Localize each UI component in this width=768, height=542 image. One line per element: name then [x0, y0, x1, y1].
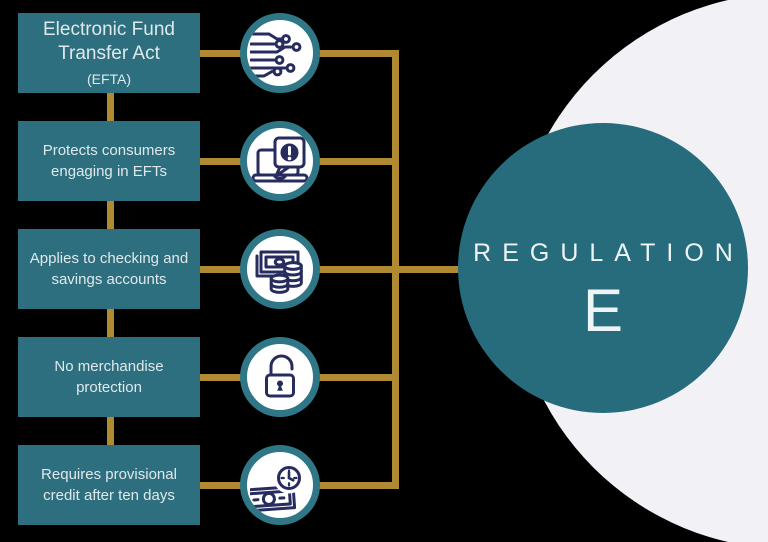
hub-letter: E	[582, 277, 624, 344]
connector-box1-box2	[107, 92, 114, 122]
box-no-merchandise: No merchandise protection	[18, 337, 200, 417]
regulation-e-hub: REGULATION E	[458, 123, 748, 413]
box-applies-accounts: Applies to checking and savings accounts	[18, 229, 200, 309]
box-no-merchandise-label: No merchandise protection	[54, 358, 164, 396]
box-efta-line1: Electronic Fund	[42, 19, 175, 41]
open-padlock-badge	[240, 337, 320, 417]
clock-money-icon	[250, 462, 305, 513]
alert-laptop-badge	[240, 121, 320, 201]
clock-money-badge	[240, 445, 320, 525]
box-protects-consumers: Protects consumers engaging in EFTs	[18, 121, 200, 201]
box-applies-accounts-label: Applies to checking and savings accounts	[29, 250, 189, 288]
open-padlock-icon	[265, 354, 295, 398]
box-provisional-credit: Requires provisional credit after ten da…	[18, 445, 200, 525]
connector-box2-box3	[107, 200, 114, 230]
connector-spine	[392, 49, 399, 489]
hub-title: REGULATION	[473, 239, 744, 267]
box-efta-line2: Transfer Act	[58, 42, 160, 64]
cash-coins-badge	[240, 229, 320, 309]
box-efta: Electronic Fund Transfer Act (EFTA)	[18, 13, 200, 93]
cash-coins-icon	[255, 250, 303, 294]
connector-box4-box5	[107, 416, 114, 446]
circuit-badge	[240, 13, 320, 93]
box-efta-subtitle: (EFTA)	[86, 70, 132, 87]
connector-row3-to-hub	[200, 265, 460, 273]
circuit-icon	[250, 32, 302, 78]
connector-box3-box4	[107, 308, 114, 338]
alert-laptop-icon	[251, 136, 309, 183]
box-provisional-credit-label: Requires provisional credit after ten da…	[41, 466, 177, 504]
box-protects-consumers-label: Protects consumers engaging in EFTs	[42, 142, 176, 180]
